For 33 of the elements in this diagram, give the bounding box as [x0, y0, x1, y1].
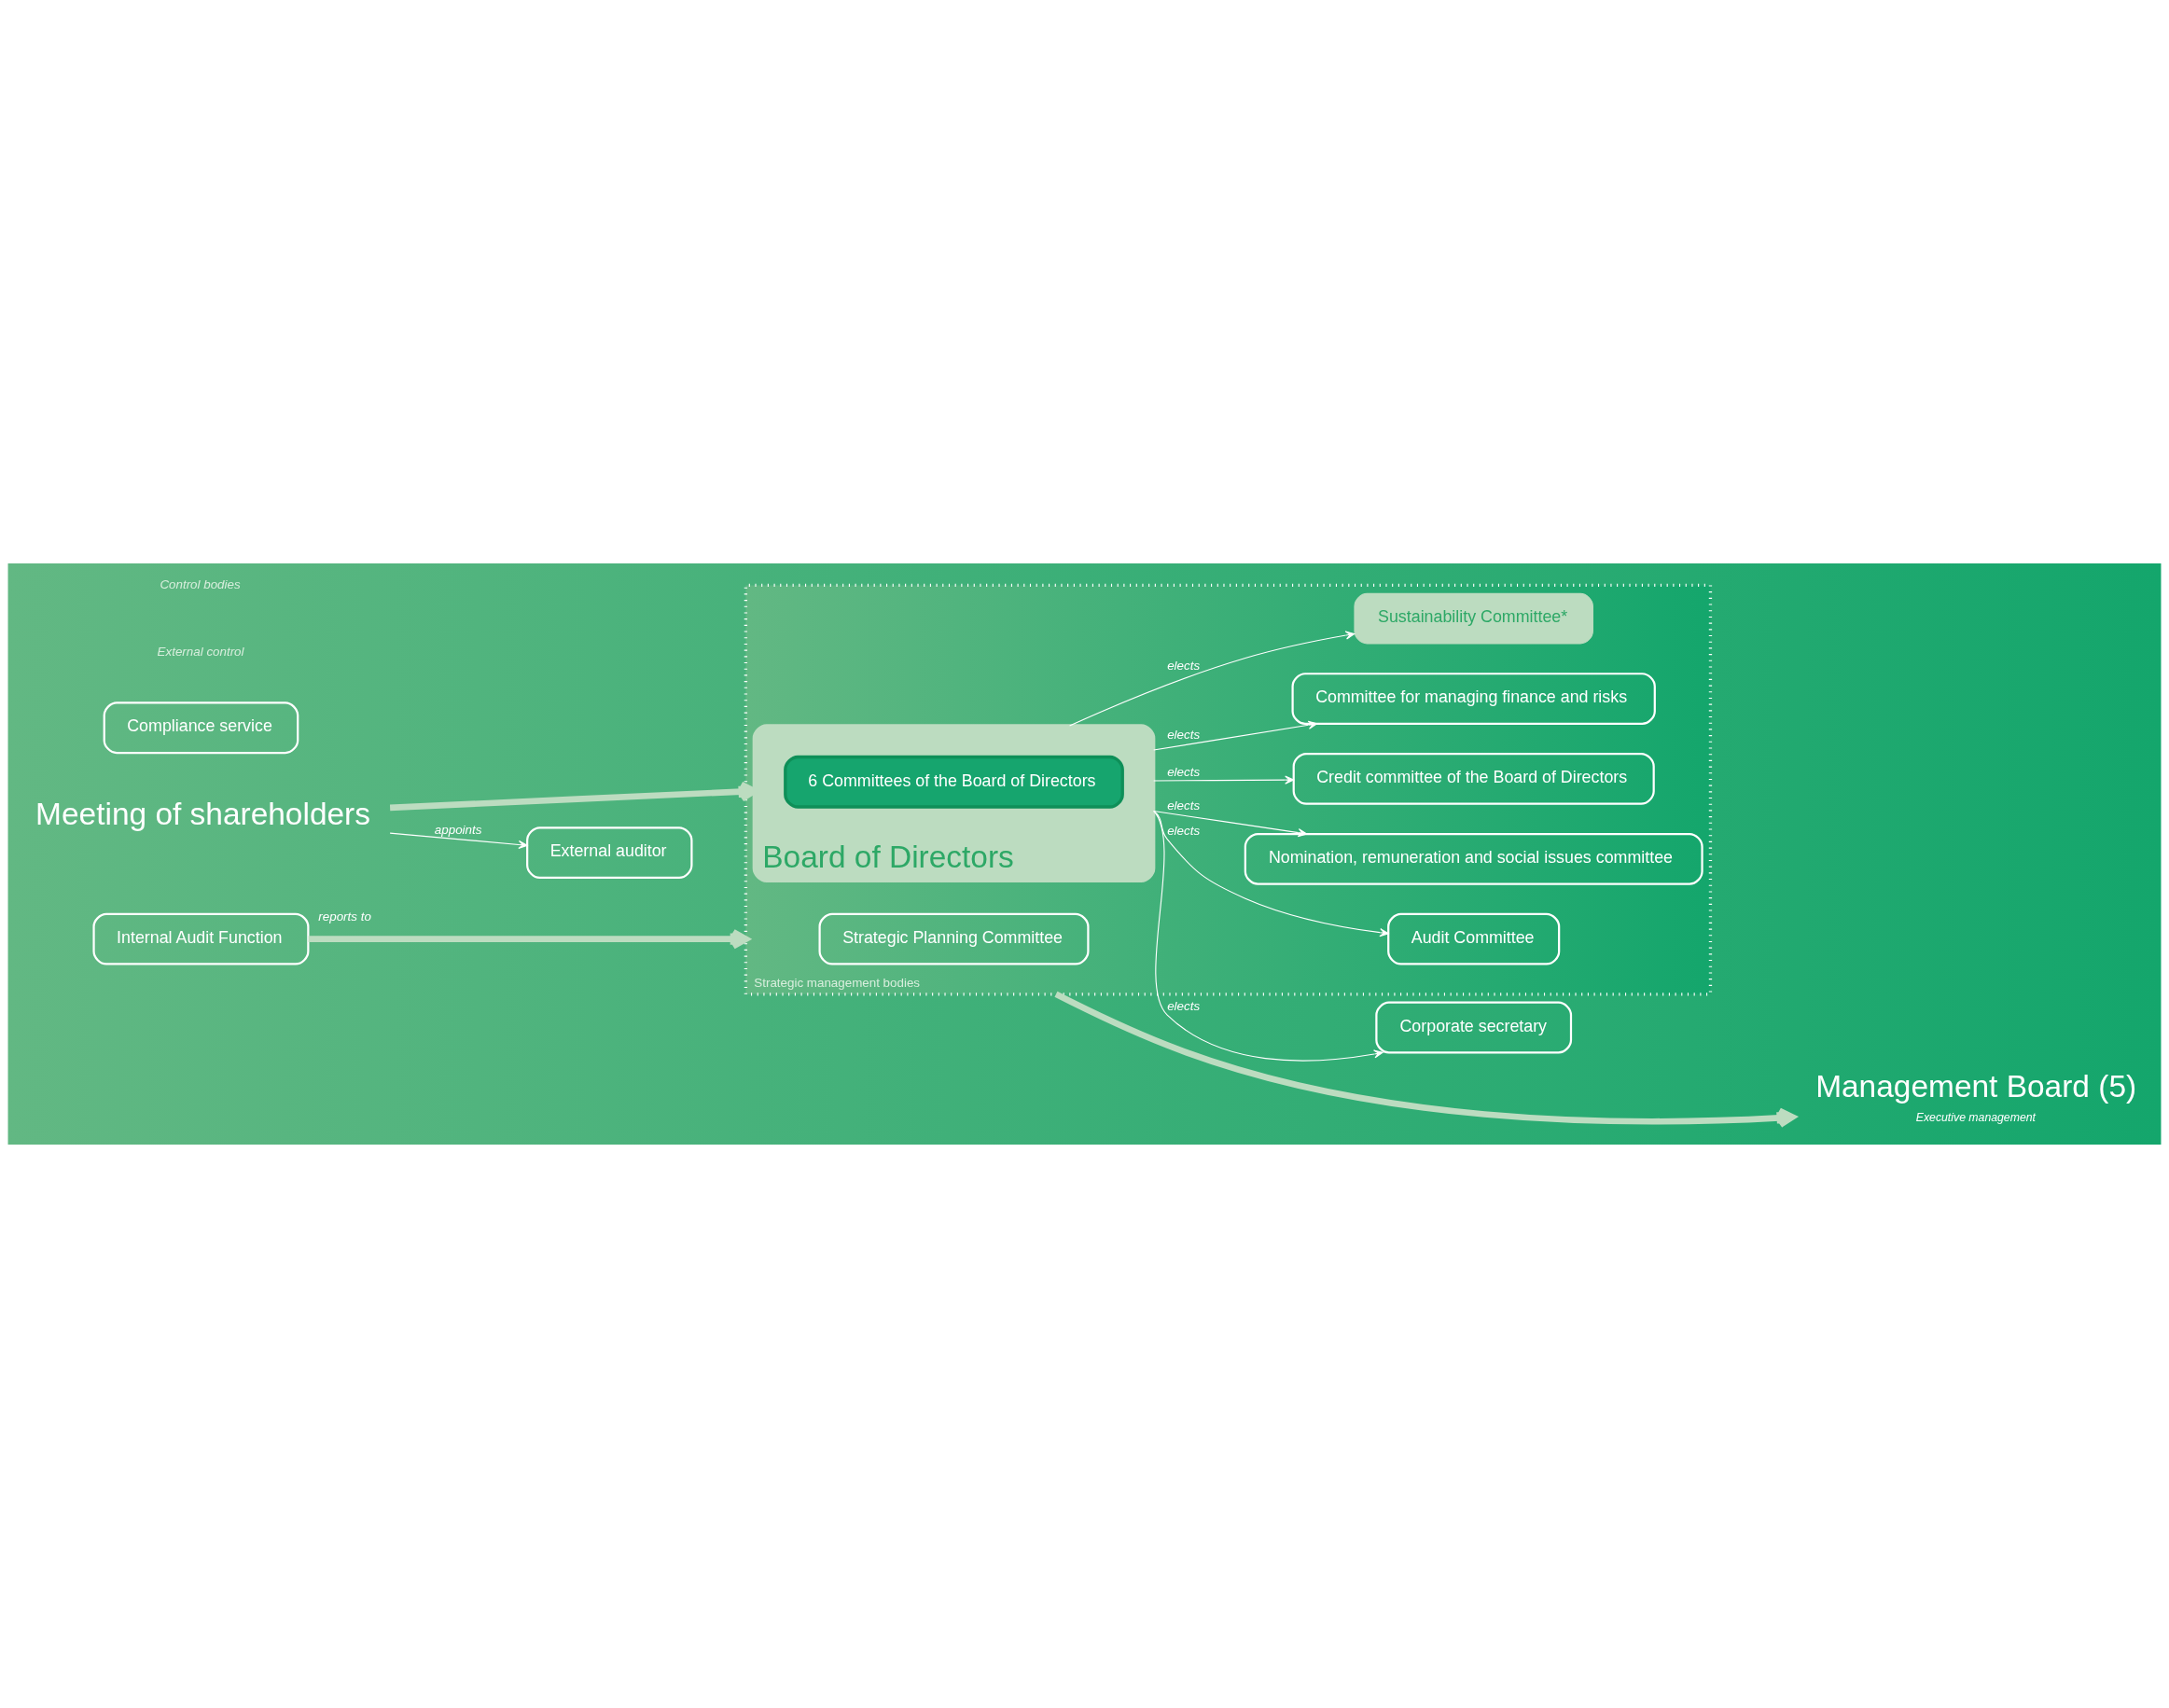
label: External control — [157, 645, 244, 660]
edge-label: appoints — [434, 822, 482, 837]
arrow — [1153, 810, 1308, 838]
edge-label: elects — [1167, 999, 1201, 1014]
edge-label: elects — [1167, 728, 1201, 743]
node-text: Meeting of shareholders — [35, 796, 370, 831]
node-box: Nomination, remuneration and social issues committee — [1244, 832, 1703, 885]
arrow — [1153, 775, 1295, 785]
label: Control bodies — [160, 576, 241, 591]
edge-label: reports to — [318, 909, 371, 923]
arrow — [389, 832, 528, 850]
arrow — [1153, 810, 1383, 1062]
arrow — [1054, 991, 1797, 1129]
edge-label: elects — [1167, 823, 1201, 838]
arrow — [1069, 631, 1356, 727]
node-box: Internal Audit Function — [92, 912, 310, 965]
node-box: Sustainability Committee* — [1354, 592, 1593, 645]
node-box: External auditor — [526, 826, 693, 879]
node-box: 6 Committees of the Board of Directors — [784, 755, 1124, 809]
node-box: Strategic Planning Committee — [818, 912, 1090, 965]
edge-label: elects — [1167, 765, 1201, 780]
node-box: Audit Committee — [1387, 912, 1561, 965]
edge-label: elects — [1167, 659, 1201, 673]
arrow — [1153, 810, 1389, 937]
arrow — [1153, 720, 1318, 751]
node-label: Executive management — [1915, 1110, 2036, 1124]
node-box: Compliance service — [103, 701, 299, 755]
node-box: Credit committee of the Board of Directors — [1292, 753, 1655, 805]
arrow — [308, 928, 750, 950]
node-text: Management Board (5) — [1815, 1069, 2137, 1104]
edge-label: elects — [1167, 798, 1201, 812]
node-box: Corporate secretary — [1375, 1001, 1573, 1054]
node-box: Committee for managing finance and risks — [1291, 673, 1656, 725]
